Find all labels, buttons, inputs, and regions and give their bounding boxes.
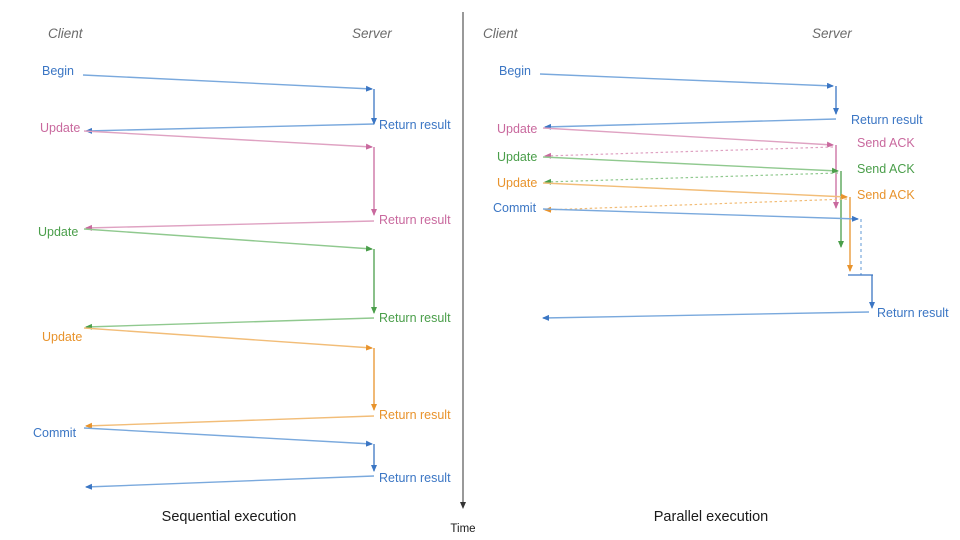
arrow-update3-request-parallel (542, 182, 848, 200)
panel-parallel: Client Server Begin Return result Update… (483, 26, 949, 525)
client-label-update-3-parallel: Update (497, 176, 537, 190)
message-update-2-parallel (542, 156, 844, 248)
arrow-update1-ack-parallel (544, 146, 834, 159)
message-begin-parallel (539, 73, 839, 130)
arrow-begin-request-parallel (539, 73, 834, 89)
client-label-update-3: Update (42, 330, 82, 344)
lane-header-client: Client (48, 26, 84, 41)
client-label-commit-parallel: Commit (493, 201, 537, 215)
arrow-update3-response (85, 415, 375, 429)
server-label-return-result-1: Return result (379, 118, 451, 132)
arrow-begin-request (82, 74, 373, 92)
arrow-update1-request (83, 130, 373, 150)
arrow-commit-request-parallel (542, 208, 859, 222)
message-commit-parallel (542, 208, 875, 321)
arrow-update2-ack-parallel (544, 172, 839, 185)
lane-header-client-parallel: Client (483, 26, 519, 41)
lane-header-server-parallel: Server (812, 26, 852, 41)
server-label-send-ack-3: Send ACK (857, 188, 915, 202)
message-update-3 (83, 327, 377, 429)
caption-sequential: Sequential execution (162, 509, 297, 525)
arrow-update2-response (85, 317, 375, 330)
arrow-update2-request-parallel (542, 156, 839, 174)
arrow-update1-request-parallel (542, 127, 834, 148)
panel-sequential: Client Server Begin Return result Update… (33, 26, 451, 525)
client-label-update-1: Update (40, 121, 80, 135)
client-label-update-2: Update (38, 225, 78, 239)
time-axis-label: Time (450, 523, 475, 535)
message-update-3-parallel (542, 182, 853, 272)
message-update-1 (83, 130, 377, 231)
server-label-send-ack-1: Send ACK (857, 136, 915, 150)
caption-parallel: Parallel execution (654, 509, 768, 525)
arrow-begin-response-parallel (544, 118, 837, 130)
arrow-update1-response (85, 220, 375, 231)
client-label-begin: Begin (42, 64, 74, 78)
server-label-return-result-2: Return result (379, 213, 451, 227)
arrow-commit-response-parallel (542, 311, 870, 321)
server-label-return-result-parallel-2: Return result (877, 306, 949, 320)
arrow-begin-response (85, 123, 375, 134)
client-label-begin-parallel: Begin (499, 64, 531, 78)
server-label-send-ack-2: Send ACK (857, 162, 915, 176)
arrow-update2-request (83, 228, 373, 252)
server-label-return-result-parallel-1: Return result (851, 113, 923, 127)
message-update-1-parallel (542, 127, 839, 209)
server-label-return-result-5: Return result (379, 471, 451, 485)
message-update-2 (83, 228, 377, 330)
time-axis: Time (450, 12, 476, 535)
arrow-commit-request (83, 427, 373, 447)
message-commit (83, 427, 377, 490)
message-begin (82, 74, 377, 134)
server-label-return-result-4: Return result (379, 408, 451, 422)
client-label-update-1-parallel: Update (497, 122, 537, 136)
arrow-commit-response (85, 475, 375, 490)
arrow-update3-request (83, 327, 373, 351)
client-label-update-2-parallel: Update (497, 150, 537, 164)
server-label-return-result-3: Return result (379, 311, 451, 325)
arrow-update3-ack-parallel (544, 198, 848, 213)
lane-header-server: Server (352, 26, 392, 41)
client-label-commit: Commit (33, 426, 77, 440)
